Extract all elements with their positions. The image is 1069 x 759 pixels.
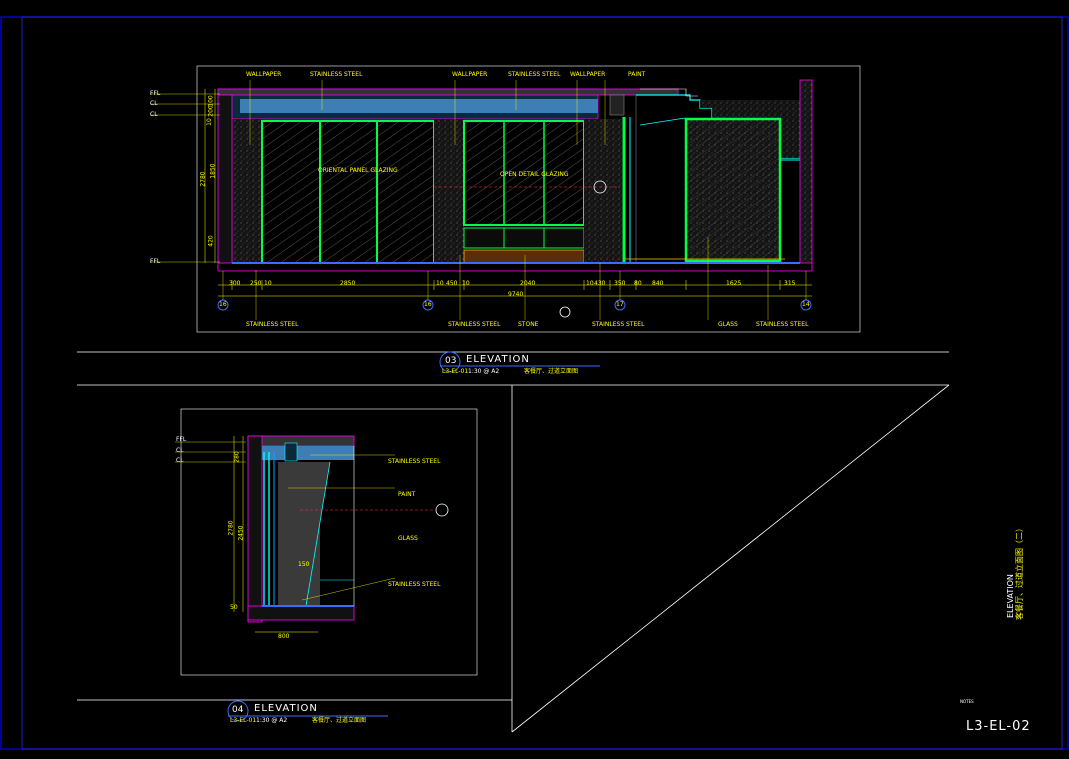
elev04-ref: L3-EL-01 (230, 717, 257, 724)
elev03-desc: 客餐厅、过道立面图 (524, 368, 579, 375)
glass-door-group-1 (261, 120, 435, 264)
e04-level-2: CL (176, 447, 184, 454)
grid-bubble-1: 16 (219, 301, 227, 308)
dim-h-2040: 2040 (520, 280, 536, 287)
dim-vert-1850: 1850 (209, 163, 217, 179)
sheet-note: NOTES (960, 699, 974, 704)
dim-h-250: 250 (250, 280, 262, 287)
dim-vert-2780: 2780 (199, 171, 207, 187)
dim-h-430: 430 (594, 280, 606, 287)
glass-cabinet-group (463, 120, 585, 264)
e04-callout-1: STAINLESS STEEL (388, 458, 441, 465)
grid-bubble-2: 16 (424, 301, 432, 308)
elev03-number: 03 (445, 356, 457, 366)
callout-paint: PAINT (628, 71, 646, 78)
dim-overall: 9740 (508, 291, 524, 298)
dim-h-10: 10 (264, 280, 272, 287)
callout-stainless-2: STAINLESS STEEL (508, 71, 561, 78)
dim-h-10c: 10 (462, 280, 470, 287)
sheet-title-cn: 客餐厅、过道立面图（二） (1015, 524, 1024, 620)
dim-vert-420: 420 (207, 235, 215, 247)
callout-b-5: GLASS (718, 321, 738, 328)
e04-dim-50: 50 (230, 604, 238, 611)
e04-dim-800: 800 (278, 633, 290, 640)
elev04-viewport (180, 408, 478, 676)
dim-h-10b: 10 (436, 280, 444, 287)
dim-h-840: 840 (652, 280, 664, 287)
level-label-1: FFL (150, 90, 161, 97)
note-glazing-1: ORIENTAL PANEL GLAZING (318, 167, 398, 174)
dim-h-80: 80 (634, 280, 642, 287)
dim-h-450: 450 (446, 280, 458, 287)
dim-h-1625: 1625 (726, 280, 742, 287)
callout-wallpaper-3: WALLPAPER (570, 71, 606, 78)
callout-b-6: STAINLESS STEEL (756, 321, 809, 328)
callout-stainless-1: STAINLESS STEEL (310, 71, 363, 78)
level-label-4: FFL (150, 258, 161, 265)
sheet-title-en: ELEVATION (1006, 574, 1015, 618)
e04-level-1: FFL (176, 436, 187, 443)
level-label-2: CL (150, 100, 158, 107)
callout-wallpaper-2: WALLPAPER (452, 71, 488, 78)
elev03-ref: L3-EL-01 (442, 368, 469, 375)
e04-level-3: CL (176, 457, 184, 464)
dim-h-350: 350 (614, 280, 626, 287)
callout-b-1: STAINLESS STEEL (246, 321, 299, 328)
elev04-number: 04 (232, 705, 244, 715)
e04-dim-2780: 2780 (227, 520, 235, 536)
grid-bubble-4: 14 (802, 301, 810, 308)
e04-callout-3: GLASS (398, 535, 418, 542)
e04-callout-2: PAINT (398, 491, 416, 498)
elev04-scale: 1:30 @ A2 (256, 717, 288, 724)
callout-b-4: STAINLESS STEEL (592, 321, 645, 328)
dim-h-2850: 2850 (340, 280, 356, 287)
elev03-scale: 1:30 @ A2 (468, 368, 500, 375)
e04-dim-150: 150 (298, 561, 310, 568)
elev03-viewport (196, 65, 861, 333)
note-glazing-2: OPEN DETAIL GLAZING (500, 171, 569, 178)
e04-callout-4: STAINLESS STEEL (388, 581, 441, 588)
dim-h-300: 300 (229, 280, 241, 287)
e04-dim-280: 280 (233, 451, 241, 463)
callout-b-3: STONE (518, 321, 539, 328)
elev04-title: ELEVATION (254, 703, 318, 714)
grid-bubble-3: 17 (616, 301, 624, 308)
dim-h-315: 315 (784, 280, 796, 287)
elev03-title: ELEVATION (466, 354, 530, 365)
dim-vert-200: 200 (207, 105, 215, 117)
dim-vert-10: 10 (205, 118, 213, 126)
callout-b-2: STAINLESS STEEL (448, 321, 501, 328)
dim-h-10d: 10 (586, 280, 594, 287)
e04-dim-2450: 2450 (237, 525, 245, 541)
sheet-number: L3-EL-02 (966, 719, 1031, 734)
elev04-desc: 客餐厅、过道立面图 (312, 717, 367, 724)
callout-wallpaper-1: WALLPAPER (246, 71, 282, 78)
level-label-3: CL (150, 111, 158, 118)
